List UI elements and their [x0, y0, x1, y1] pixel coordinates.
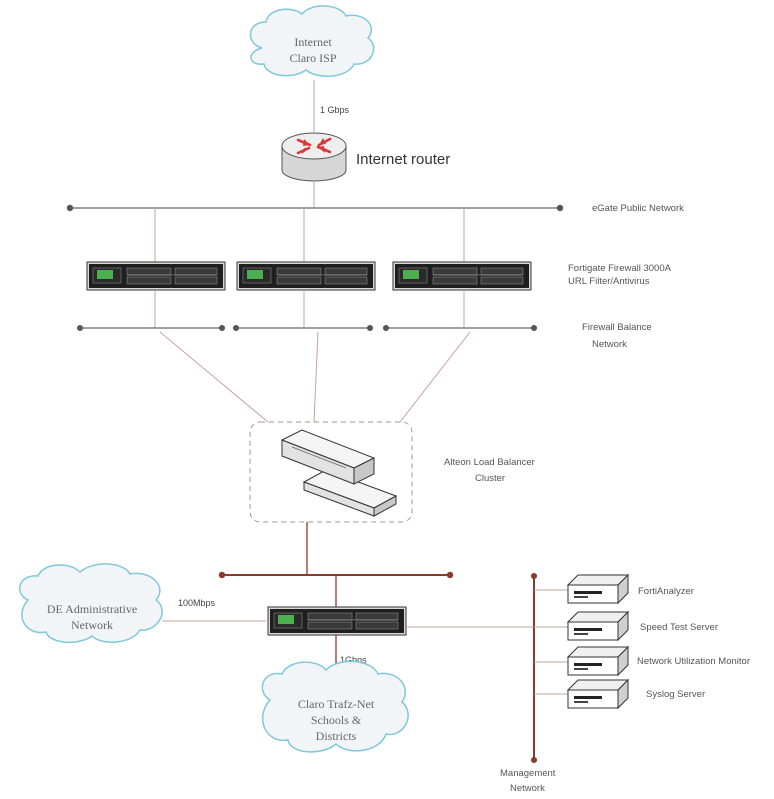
management-network-label-2: Network — [510, 783, 545, 794]
public-network-bus — [66, 204, 564, 212]
schools-cloud-label-2: Schools & — [311, 713, 362, 727]
internet-router — [281, 132, 347, 182]
load-balancer-unit-2 — [302, 469, 398, 517]
server-label-4: Syslog Server — [646, 689, 705, 700]
firewall-balance-label-1: Firewall Balance — [582, 322, 652, 333]
firewall-balance-label-2: Network — [592, 339, 627, 350]
management-network-bus — [531, 573, 537, 763]
firewall-1 — [86, 261, 226, 291]
firewall-label-1: Fortigate Firewall 3000A — [568, 263, 672, 274]
management-network-label-1: Management — [500, 768, 556, 779]
server-speed-test — [567, 611, 629, 641]
firewall-2 — [236, 261, 376, 291]
admin-link-speed: 100Mbps — [178, 598, 216, 608]
load-balancer-label-2: Cluster — [475, 473, 505, 484]
load-balancer-label-1: Alteon Load Balancer — [444, 457, 535, 468]
internet-cloud-label-2: Claro ISP — [289, 51, 336, 65]
server-utilization-monitor — [567, 646, 629, 676]
lb-link-left — [159, 331, 269, 423]
firewall-3 — [392, 261, 532, 291]
firewall-label-2: URL Filter/Antivirus — [568, 276, 650, 287]
server-label-3: Network Utilization Monitor — [637, 656, 750, 667]
router-arrows-icon — [296, 137, 332, 155]
load-balancer-cluster — [249, 421, 413, 523]
schools-link-speed: 1Gbps — [340, 655, 367, 665]
public-network-label: eGate Public Network — [592, 203, 684, 214]
server-label-2: Speed Test Server — [640, 622, 718, 633]
lb-link-right — [399, 331, 471, 423]
admin-cloud: DE Administrative Network — [18, 563, 163, 644]
firewall-balance-bus-3 — [383, 325, 537, 331]
server-label-1: FortiAnalyzer — [638, 586, 694, 597]
internet-cloud-label-1: Internet — [294, 35, 332, 49]
firewall-balance-bus-1 — [77, 325, 225, 331]
server-fortianalyzer — [567, 574, 629, 604]
router-label: Internet router — [356, 151, 450, 168]
isp-uplink-speed: 1 Gbps — [320, 105, 350, 115]
schools-cloud-label-1: Claro Trafz-Net — [298, 697, 375, 711]
server-syslog — [567, 679, 629, 709]
core-firewall — [267, 606, 407, 636]
admin-cloud-label-2: Network — [71, 618, 113, 632]
schools-cloud-label-3: Districts — [316, 729, 357, 743]
load-balancer-unit-1 — [280, 429, 376, 485]
admin-cloud-label-1: DE Administrative — [47, 602, 137, 616]
firewall-balance-bus-2 — [233, 325, 373, 331]
schools-cloud: Claro Trafz-Net Schools & Districts — [261, 660, 409, 753]
lb-link-center — [313, 331, 319, 423]
internet-cloud: Internet Claro ISP — [249, 5, 375, 77]
